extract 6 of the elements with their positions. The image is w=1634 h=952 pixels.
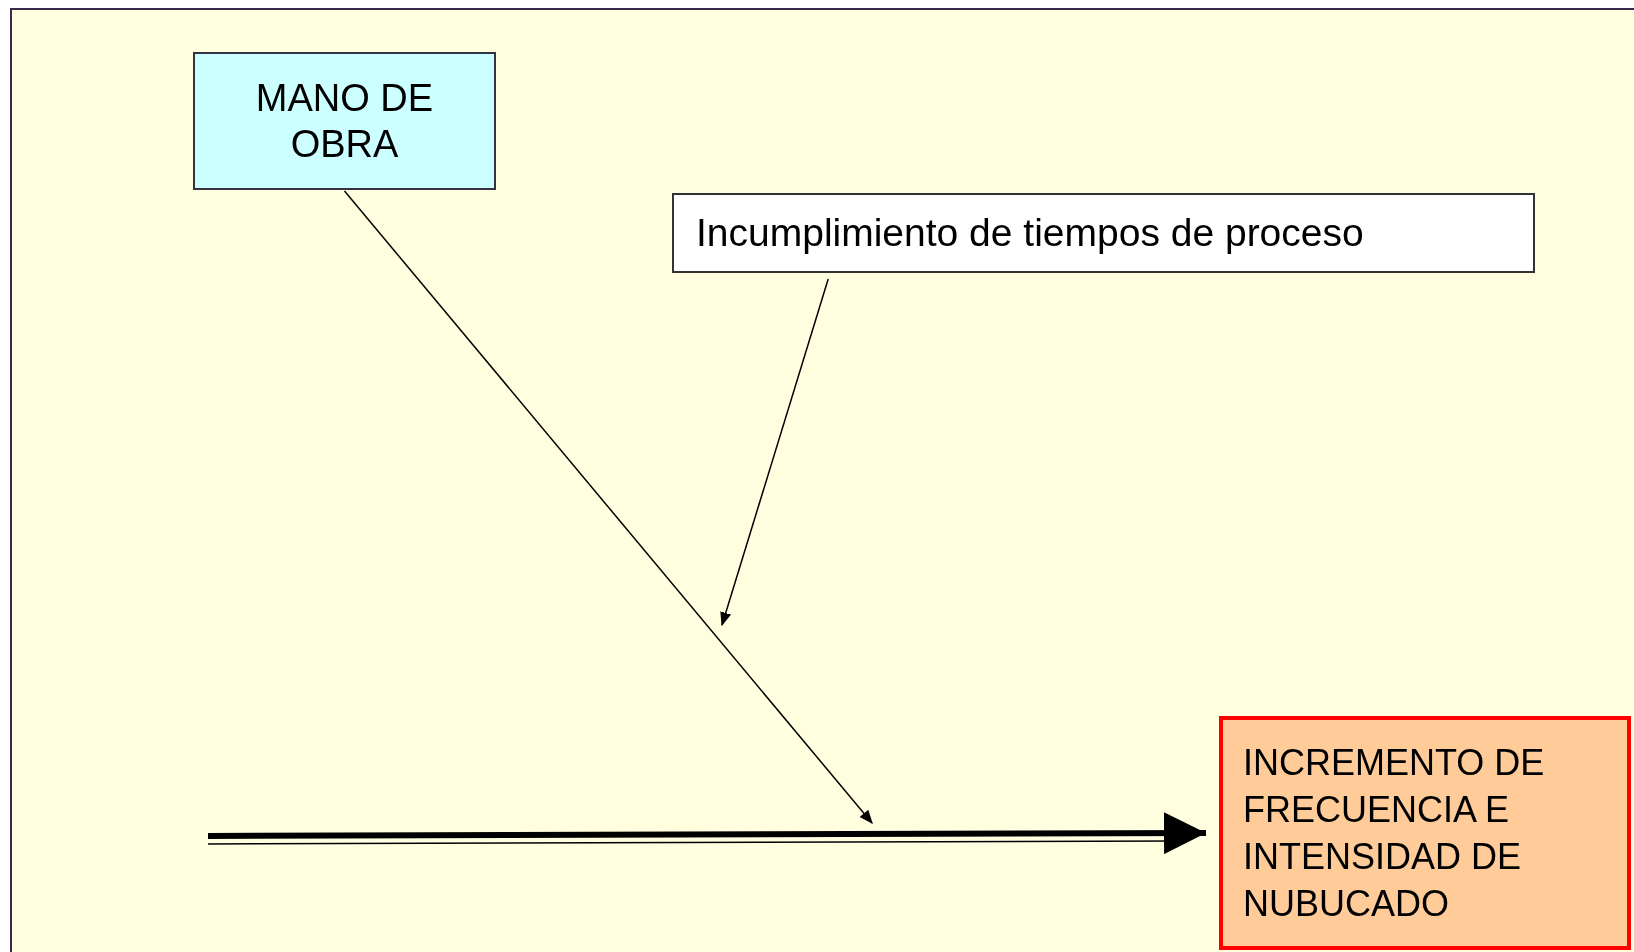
cause-box — [672, 193, 1535, 273]
box-text: INCREMENTO DE FRECUENCIA E INTENSIDAD DE NUBUCADO — [1242, 741, 1546, 926]
box-text: MANO DE OBRA — [254, 76, 435, 167]
box-text: Incumplimiento de tiempos de proceso — [696, 210, 1364, 256]
cause-box — [193, 52, 496, 190]
effect-box — [1219, 716, 1631, 950]
